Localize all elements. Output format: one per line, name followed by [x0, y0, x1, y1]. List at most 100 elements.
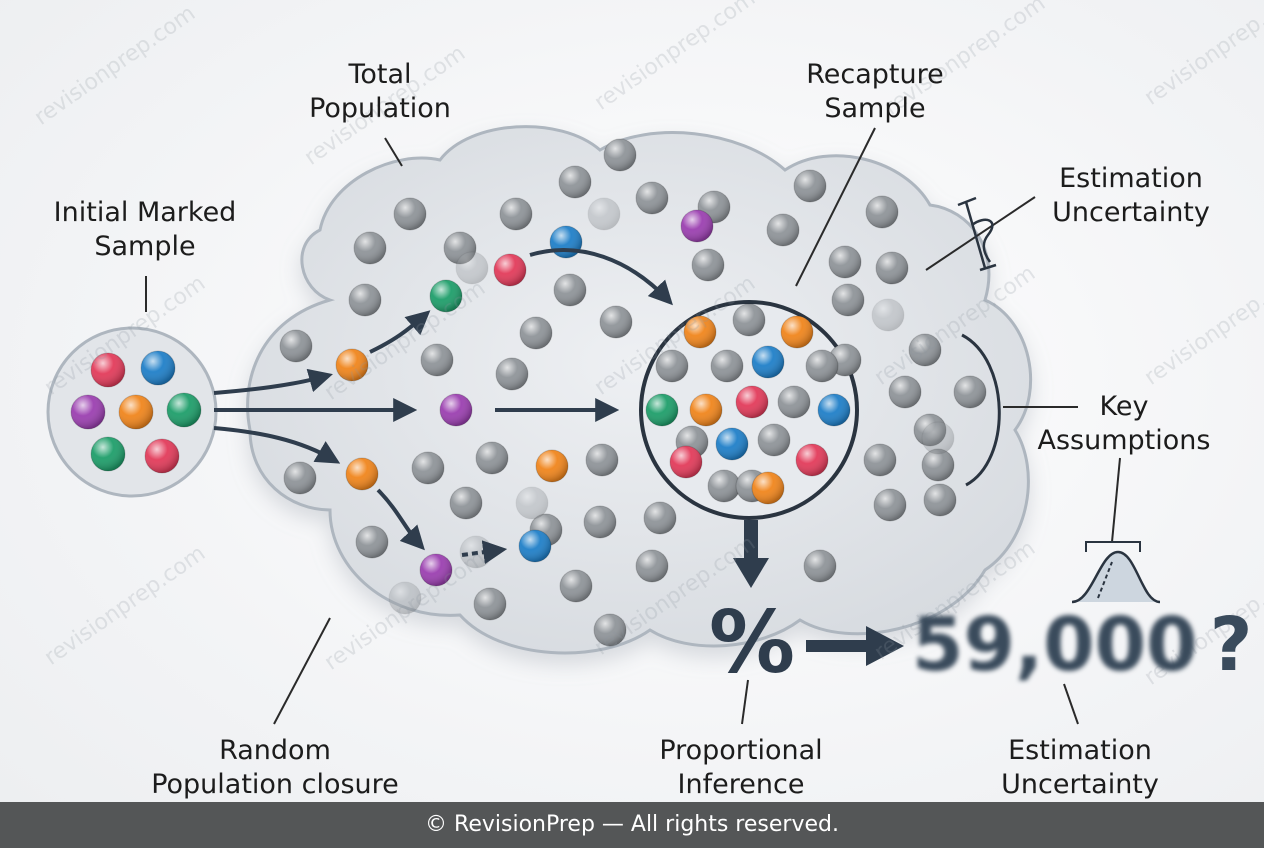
marked-individual: [345, 457, 379, 491]
unmarked-individual: [585, 443, 619, 477]
marked-individual: [439, 393, 473, 427]
marked-individual: [140, 350, 176, 386]
unmarked-individual: [871, 298, 905, 332]
recaptured-marked-individual: [780, 315, 814, 349]
marked-individual: [335, 348, 369, 382]
unmarked-individual: [558, 165, 592, 199]
recaptured-marked-individual: [751, 345, 785, 379]
unmarked-individual: [888, 375, 922, 409]
marked-individual: [429, 279, 463, 313]
marked-individual: [680, 209, 714, 243]
unmarked-individual: [766, 213, 800, 247]
marked-individuals: [70, 209, 851, 587]
unmarked-individual: [559, 569, 593, 603]
unmarked-individual: [777, 385, 811, 419]
unmarked-individual: [455, 251, 489, 285]
assumptions-bracket: [961, 333, 1001, 487]
marked-individual: [90, 436, 126, 472]
unmarked-individual: [393, 197, 427, 231]
recaptured-marked-individual: [683, 315, 717, 349]
unmarked-individual: [865, 195, 899, 229]
unmarked-individual: [732, 303, 766, 337]
unmarked-individual: [921, 421, 955, 455]
label-estimation-uncertainty-top: Estimation Uncertainty: [1052, 163, 1210, 228]
copyright-footer: © RevisionPrep — All rights reserved.: [0, 802, 1264, 848]
marked-individual: [118, 394, 154, 430]
percent-symbol: %: [709, 593, 795, 693]
unmarked-individual: [643, 501, 677, 535]
recaptured-marked-individual: [735, 385, 769, 419]
unmarked-individual: [757, 423, 791, 457]
marked-individual: [419, 553, 453, 587]
unmarked-individual: [831, 283, 865, 317]
label-estimation-uncertainty-bottom: Estimation Uncertainty: [1001, 735, 1159, 800]
recaptured-marked-individual: [751, 471, 785, 505]
unmarked-individual: [828, 245, 862, 279]
unmarked-individual: [873, 488, 907, 522]
down-arrow: [733, 520, 769, 588]
unmarked-individual: [863, 443, 897, 477]
unmarked-individual: [499, 197, 533, 231]
unmarked-individual: [519, 316, 553, 350]
unmarked-individual: [691, 248, 725, 282]
unmarked-individual: [805, 349, 839, 383]
unmarked-individual: [283, 461, 317, 495]
uncertainty-distribution-icon: [957, 196, 997, 272]
unmarked-individual: [953, 375, 987, 409]
marked-individual: [493, 253, 527, 287]
unmarked-individual: [553, 273, 587, 307]
recaptured-marked-individual: [715, 427, 749, 461]
unmarked-individual: [707, 469, 741, 503]
leader-lines: [145, 127, 1121, 725]
unmarked-individual: [803, 549, 837, 583]
unmarked-individual: [908, 333, 942, 367]
unmarked-individual: [635, 181, 669, 215]
unmarked-individual: [515, 486, 549, 520]
marked-individual: [166, 392, 202, 428]
unmarked-individual: [593, 613, 627, 647]
unmarked-individual: [793, 169, 827, 203]
unmarked-individual: [495, 357, 529, 391]
unmarked-individual: [420, 343, 454, 377]
label-key-assumptions: Key Assumptions: [1037, 391, 1211, 456]
marked-individual: [535, 449, 569, 483]
unmarked-individual: [583, 505, 617, 539]
estimate-arrow: [806, 626, 904, 666]
unmarked-individual: [355, 525, 389, 559]
estimate-value: 59,000: [912, 602, 1198, 688]
recaptured-marked-individual: [795, 443, 829, 477]
unmarked-individual: [388, 581, 422, 615]
unmarked-individual: [279, 329, 313, 363]
unmarked-individual: [875, 251, 909, 285]
unmarked-individual: [587, 197, 621, 231]
marked-individual: [549, 225, 583, 259]
unmarked-individual: [710, 349, 744, 383]
marked-individual: [518, 529, 552, 563]
estimate-question-mark: ?: [1209, 602, 1253, 688]
recaptured-marked-individual: [669, 445, 703, 479]
recaptured-marked-individual: [645, 393, 679, 427]
unmarked-individual: [353, 231, 387, 265]
population-estimate: 59,000?: [912, 600, 1253, 690]
label-recapture-sample: Recapture Sample: [806, 59, 944, 124]
unmarked-individual: [473, 587, 507, 621]
unmarked-individual: [599, 305, 633, 339]
unmarked-individual: [603, 138, 637, 172]
marked-individual: [144, 438, 180, 474]
unmarked-individual: [655, 349, 689, 383]
unmarked-individual: [449, 486, 483, 520]
label-proportional-inference: Proportional Inference: [659, 735, 823, 800]
bell-curve-icon: [1071, 541, 1161, 604]
unmarked-individual: [923, 483, 957, 517]
marked-individual: [70, 394, 106, 430]
unmarked-individual: [475, 441, 509, 475]
flow-arrows: [213, 248, 673, 565]
unmarked-individual: [635, 549, 669, 583]
unmarked-individual: [411, 451, 445, 485]
recaptured-marked-individual: [689, 393, 723, 427]
label-total-population: Total Population: [309, 59, 451, 124]
label-initial-marked-sample: Initial Marked Sample: [53, 197, 237, 262]
marked-individual: [90, 352, 126, 388]
